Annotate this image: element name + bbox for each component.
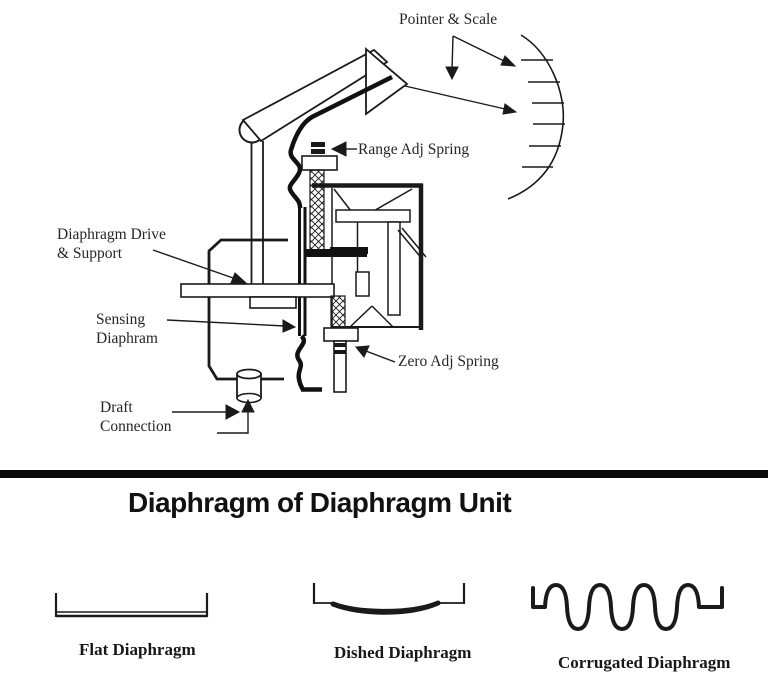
pointer-arm-assembly [238,47,409,144]
bracket-cross-bar [330,247,368,254]
dished-diaphragm-figure [312,583,466,615]
diaphragm-types-figures [54,583,724,631]
label-diaphragm-drive-line1: Diaphragm Drive [57,226,166,243]
diaphragm-housing [207,238,288,381]
label-sensing-line2: Diaphram [96,330,158,347]
diaphragm-drive-bar [180,283,335,309]
label-sensing-line1: Sensing [96,311,146,328]
zero-adj-spring [323,295,359,393]
corrugated-diaphragm-figure [531,583,724,631]
flat-diaphragm-figure [54,593,209,618]
draft-connection-cylinder [236,368,262,404]
support-column [250,141,264,284]
caption-dished-diaphragm: Dished Diaphragm [334,643,472,662]
scale-ticks [521,59,565,168]
label-diaphragm-drive: Diaphragm Drive & Support [57,225,166,263]
label-zero-adj-spring: Zero Adj Spring [398,353,499,370]
caption-flat-diaphragm: Flat Diaphragm [79,640,196,659]
label-range-adj-spring: Range Adj Spring [358,141,470,158]
pointer-scale-leader-arrows [404,35,518,115]
leader-arrows [152,141,396,434]
link-block [355,271,370,297]
caption-corrugated-diaphragm: Corrugated Diaphragm [558,653,731,672]
label-draft-line1: Draft [100,399,133,416]
section-title: Diaphragm of Diaphragm Unit [128,487,512,518]
label-sensing-diaphragm: Sensing Diaphram [96,310,158,348]
pointer-arm [241,48,389,143]
label-pointer-scale: Pointer & Scale [399,11,498,28]
drive-link [287,74,394,392]
draft-gauge-mechanism-diagram [152,34,565,434]
label-diaphragm-drive-line2: & Support [57,245,123,262]
label-draft-connection: Draft Connection [100,398,171,436]
section-divider [0,470,768,478]
scale-arc [507,34,565,200]
label-draft-line2: Connection [100,418,172,435]
